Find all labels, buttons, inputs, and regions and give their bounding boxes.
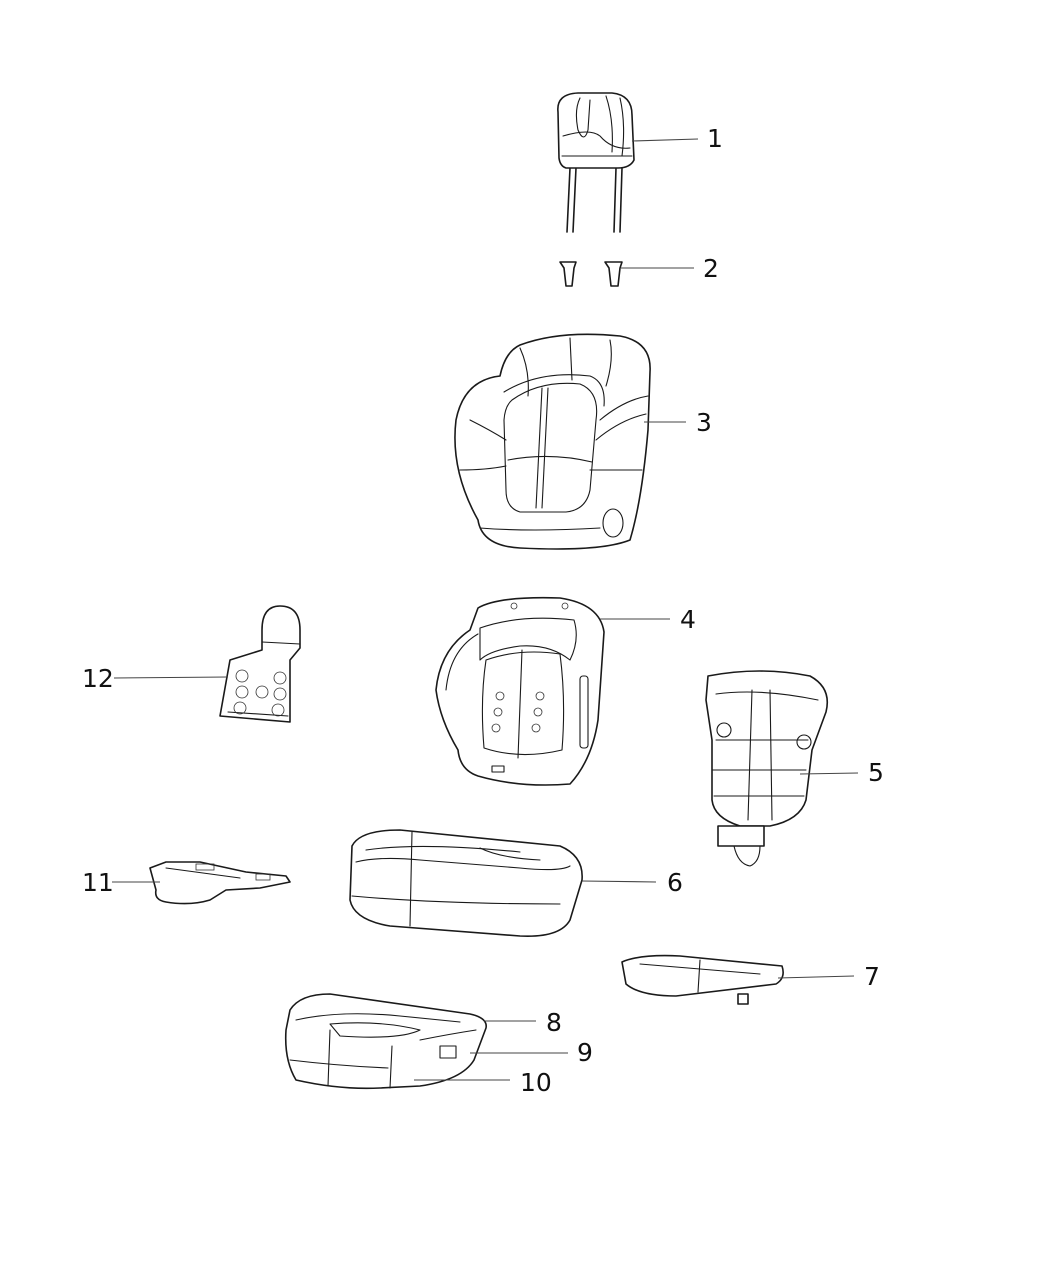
callout-10: 10 [520, 1068, 552, 1097]
headrest-part[interactable] [557, 92, 635, 233]
seat-back-cover-part[interactable] [454, 333, 651, 550]
callout-8: 8 [546, 1008, 562, 1037]
callout-12: 12 [82, 664, 114, 693]
callout-2: 2 [703, 254, 719, 283]
seat-cushion-foam-part[interactable] [284, 993, 487, 1090]
callout-7: 7 [864, 962, 880, 991]
callout-11: 11 [82, 868, 114, 897]
callout-6: 6 [667, 868, 683, 897]
callout-4: 4 [680, 605, 696, 634]
callout-3: 3 [696, 408, 712, 437]
guide-sleeves-part[interactable] [559, 261, 623, 287]
seat-back-foam-part[interactable] [435, 596, 605, 786]
callout-5: 5 [868, 758, 884, 787]
callout-1: 1 [707, 124, 723, 153]
seat-back-panel-part[interactable] [705, 670, 829, 867]
lumbar-pad-part[interactable] [219, 605, 301, 723]
callout-9: 9 [577, 1038, 593, 1067]
sensor-mat-part[interactable] [149, 861, 291, 905]
heater-mat-part[interactable] [621, 954, 784, 1005]
seat-cushion-cover-part[interactable] [349, 829, 583, 937]
